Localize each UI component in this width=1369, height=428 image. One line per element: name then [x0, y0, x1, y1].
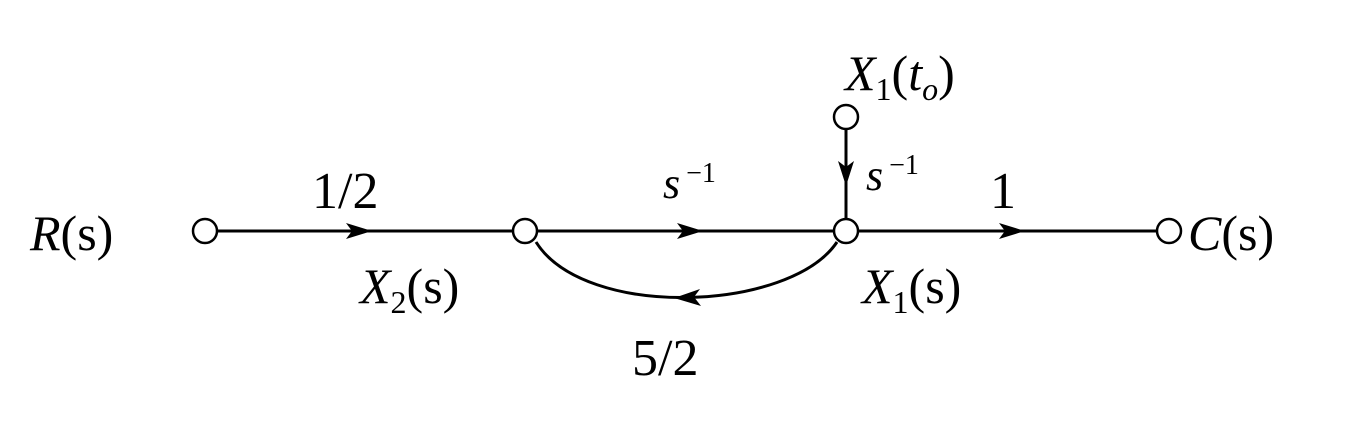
node-x2 — [511, 217, 539, 245]
gain-output: 1 — [990, 163, 1016, 220]
label-x1: X1(s) — [860, 258, 961, 320]
arrow-forward-integrator — [677, 223, 703, 239]
label-initial-condition: X1(to) — [843, 45, 955, 107]
node-x1 — [832, 217, 860, 245]
arrow-feedback — [674, 289, 701, 306]
gain-initial-integrator: s−1 — [866, 150, 919, 200]
arrow-output-gain — [999, 223, 1025, 239]
arrow-initial-condition — [838, 161, 854, 186]
gain-forward-integrator: s−1 — [663, 158, 716, 208]
branch-feedback — [534, 241, 839, 299]
gain-feedback: 5/2 — [632, 330, 698, 387]
label-x2: X2(s) — [358, 258, 459, 320]
label-output-c: C(s) — [1188, 205, 1274, 261]
gain-input: 1/2 — [312, 163, 378, 220]
node-c — [1155, 217, 1183, 245]
node-initial-condition — [832, 103, 860, 131]
node-r — [191, 217, 219, 245]
label-input-r: R(s) — [29, 205, 113, 261]
arrow-input-gain — [346, 223, 372, 239]
